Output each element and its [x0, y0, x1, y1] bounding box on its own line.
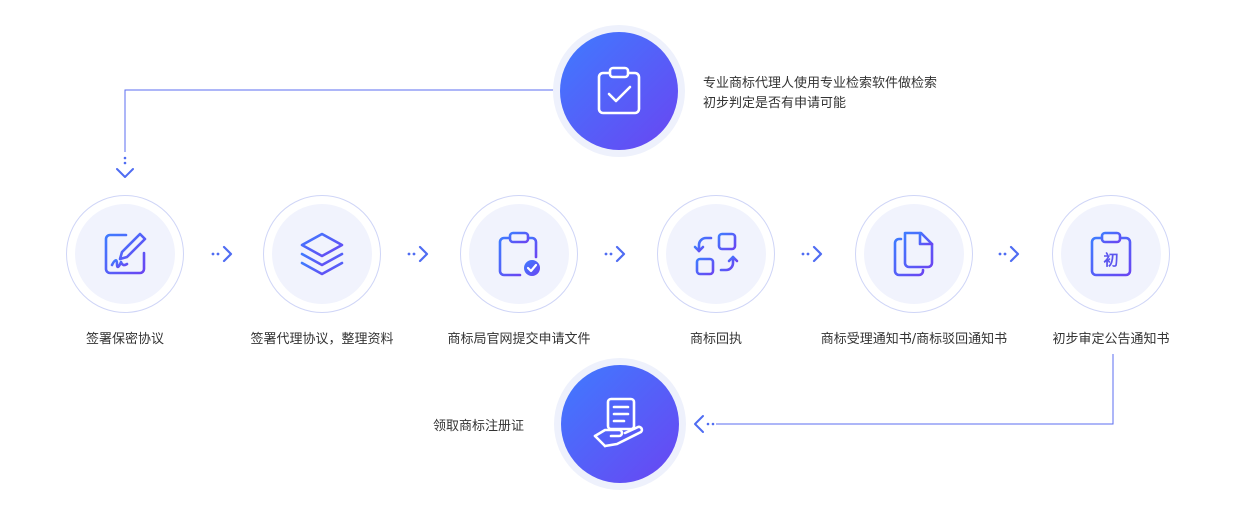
- step-5-disc: [864, 204, 964, 304]
- step-3: [460, 195, 578, 313]
- step-3-label: 商标局官网提交申请文件: [447, 332, 591, 347]
- top-connector-arrow: [116, 156, 134, 178]
- layers-icon: [300, 232, 344, 276]
- step-arrow-3: [604, 245, 626, 263]
- step-arrow-2: [407, 245, 429, 263]
- bottom-connector-arrow: [694, 415, 715, 433]
- top-node-description-line-2: 初步判定是否有申请可能: [703, 96, 847, 111]
- step-6-disc: 初: [1061, 204, 1161, 304]
- documents-icon: [893, 231, 934, 277]
- top-node-disc: [560, 32, 678, 150]
- step-1-disc: [75, 204, 175, 304]
- bottom-node-label: 领取商标注册证: [433, 419, 525, 434]
- step-3-disc: [469, 204, 569, 304]
- step-arrow-5: [998, 245, 1020, 263]
- top-node: [553, 25, 685, 157]
- step-1-label: 签署保密协议: [85, 332, 165, 347]
- clipboard-check-icon: [597, 66, 641, 115]
- notice-glyph: 初: [1103, 251, 1118, 269]
- step-arrow-4: [801, 245, 823, 263]
- step-4: [657, 195, 775, 313]
- step-6-label: 初步审定公告通知书: [1052, 332, 1170, 347]
- clipboard-submit-icon: [498, 231, 540, 277]
- step-4-disc: [666, 204, 766, 304]
- signature-pen-icon: [104, 232, 147, 275]
- step-2-disc: [272, 204, 372, 304]
- step-arrow-1: [211, 245, 233, 263]
- step-2: [263, 195, 381, 313]
- bottom-node-disc: [561, 365, 679, 483]
- exchange-icon: [693, 232, 739, 276]
- step-5: [855, 195, 973, 313]
- top-connector-line: [124, 89, 556, 152]
- top-node-description-line-1: 专业商标代理人使用专业检索软件做检索: [703, 76, 938, 91]
- bottom-node: [554, 358, 686, 490]
- step-2-label: 签署代理协议，整理资料: [250, 332, 394, 347]
- hand-certificate-icon: [593, 397, 644, 448]
- notice-clipboard-icon: 初: [1090, 231, 1132, 277]
- bottom-connector-line: [716, 354, 1114, 425]
- step-1: [66, 195, 184, 313]
- step-6: 初: [1052, 195, 1170, 313]
- step-5-label: 商标受理通知书/商标驳回通知书: [820, 332, 1008, 347]
- top-node-description: 专业商标代理人使用专业检索软件做检索 初步判定是否有申请可能: [703, 74, 937, 114]
- step-4-label: 商标回执: [689, 332, 743, 347]
